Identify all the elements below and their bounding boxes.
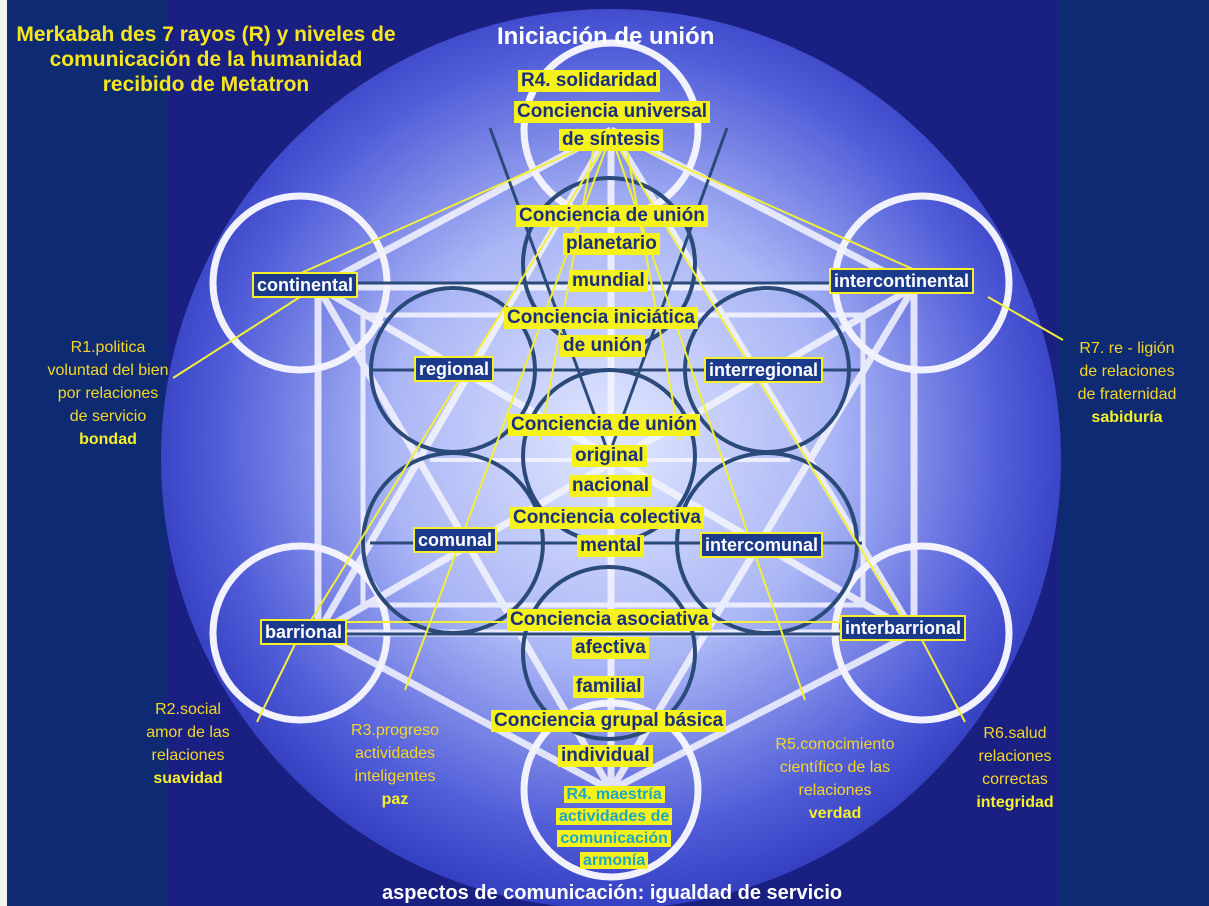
level-iniciatica: Conciencia iniciática bbox=[504, 307, 698, 329]
heading-line-2: comunicación de la humanidad bbox=[6, 47, 406, 72]
ray-r6-line-3: correctas bbox=[955, 768, 1075, 791]
ray-r3-line-1: R3.progreso bbox=[320, 719, 470, 742]
ray-r7: R7. re - ligión de relaciones de fratern… bbox=[1052, 337, 1202, 429]
node-barrional: barrional bbox=[260, 619, 347, 645]
top-title: Iniciación de unión bbox=[497, 22, 714, 52]
level-asociativa: Conciencia asociativa bbox=[507, 609, 712, 631]
ray-r5-line-1: R5.conocimiento bbox=[750, 733, 920, 756]
level-grupal-basica: Conciencia grupal básica bbox=[491, 710, 726, 732]
ray-r6-line-1: R6.salud bbox=[955, 722, 1075, 745]
ray-r5: R5.conocimiento científico de las relaci… bbox=[750, 733, 920, 825]
node-interregional: interregional bbox=[704, 357, 823, 383]
ray-r2-line-1: R2.social bbox=[118, 698, 258, 721]
diagram-heading: Merkabah des 7 rayos (R) y niveles de co… bbox=[6, 22, 406, 97]
ray-r1: R1.politica voluntad del bien por relaci… bbox=[18, 336, 198, 451]
ray-r7-line-3: de fraternidad bbox=[1052, 383, 1202, 406]
heading-line-1: Merkabah des 7 rayos (R) y niveles de bbox=[6, 22, 406, 47]
node-comunal: comunal bbox=[413, 527, 497, 553]
bottom-title: aspectos de comunicación: igualdad de se… bbox=[382, 881, 842, 905]
ray-r1-line-4: de servicio bbox=[18, 405, 198, 428]
level-de-union: de unión bbox=[560, 335, 645, 357]
node-intercontinental: intercontinental bbox=[829, 268, 974, 294]
level-individual: individual bbox=[558, 745, 653, 767]
level-nacional: nacional bbox=[569, 475, 652, 497]
ray-r1-line-3: por relaciones bbox=[18, 382, 198, 405]
ray-r7-virtue: sabiduría bbox=[1091, 409, 1162, 426]
r4-maestria-line-4: armonía bbox=[580, 852, 648, 869]
node-intercomunal: intercomunal bbox=[700, 532, 823, 558]
level-planetario: planetario bbox=[563, 233, 660, 255]
ray-r7-line-1: R7. re - ligión bbox=[1052, 337, 1202, 360]
ray-r2-line-3: relaciones bbox=[118, 744, 258, 767]
node-continental: continental bbox=[252, 272, 358, 298]
node-interbarrional: interbarrional bbox=[840, 615, 966, 641]
ray-r2: R2.social amor de las relaciones suavida… bbox=[118, 698, 258, 790]
node-regional: regional bbox=[414, 356, 494, 382]
level-colectiva: Conciencia colectiva bbox=[510, 507, 704, 529]
ray-r3: R3.progreso actividades inteligentes paz bbox=[320, 719, 470, 811]
ray-r6-virtue: integridad bbox=[976, 794, 1053, 811]
ray-r1-virtue: bondad bbox=[79, 431, 137, 448]
r4-maestria-line-1: R4. maestría bbox=[564, 786, 665, 803]
ray-r3-line-3: inteligentes bbox=[320, 765, 470, 788]
ray-r5-line-2: científico de las bbox=[750, 756, 920, 779]
ray-r6-line-2: relaciones bbox=[955, 745, 1075, 768]
level-r4-solidaridad: R4. solidaridad bbox=[518, 70, 660, 92]
ray-r5-line-3: relaciones bbox=[750, 779, 920, 802]
ray-r6: R6.salud relaciones correctas integridad bbox=[955, 722, 1075, 814]
level-union: Conciencia de unión bbox=[516, 205, 708, 227]
ray-r2-line-2: amor de las bbox=[118, 721, 258, 744]
heading-line-3: recibido de Metatron bbox=[6, 72, 406, 97]
r4-maestria-line-3: comunicación bbox=[557, 830, 671, 847]
level-original: original bbox=[572, 445, 647, 467]
level-mental: mental bbox=[577, 535, 644, 557]
ray-r1-line-1: R1.politica bbox=[18, 336, 198, 359]
level-afectiva: afectiva bbox=[572, 637, 649, 659]
r4-maestria-line-2: actividades de bbox=[556, 808, 672, 825]
ray-r3-virtue: paz bbox=[382, 791, 409, 808]
ray-r5-virtue: verdad bbox=[809, 805, 861, 822]
ray-r7-line-2: de relaciones bbox=[1052, 360, 1202, 383]
r4-maestria-block: R4. maestría actividades de comunicación… bbox=[556, 784, 672, 872]
ray-r1-line-2: voluntad del bien bbox=[18, 359, 198, 382]
level-mundial: mundial bbox=[569, 270, 648, 292]
level-familial: familial bbox=[573, 676, 644, 698]
ray-r3-line-2: actividades bbox=[320, 742, 470, 765]
level-universal: Conciencia universal bbox=[514, 101, 710, 123]
level-union-original: Conciencia de unión bbox=[508, 414, 700, 436]
level-sintesis: de síntesis bbox=[559, 129, 663, 151]
ray-r2-virtue: suavidad bbox=[153, 770, 222, 787]
